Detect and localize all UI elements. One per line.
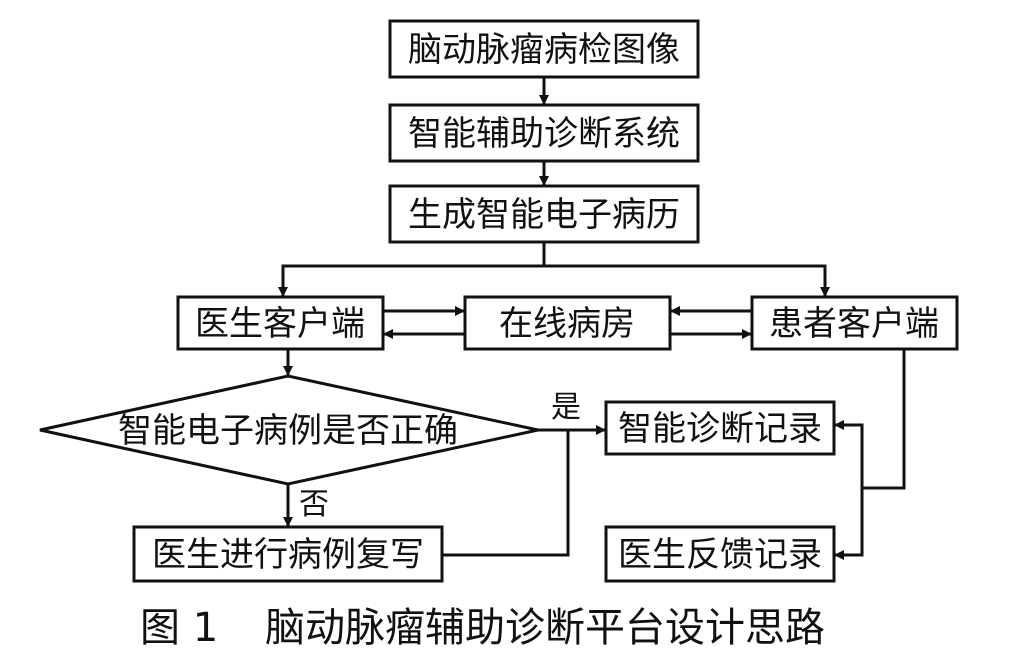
rewrite-label: 医生进行病例复写 xyxy=(152,535,424,575)
system-label: 智能辅助诊断系统 xyxy=(408,114,680,154)
decision-label: 智能电子病例是否正确 xyxy=(118,411,458,451)
diagnosis-record-label: 智能诊断记录 xyxy=(618,409,822,449)
system-box xyxy=(388,103,700,163)
doctor-client-box xyxy=(176,295,385,351)
doctor-client-label: 医生客户端 xyxy=(195,304,365,344)
online-ward-box xyxy=(463,295,672,351)
patient-feedback-line xyxy=(862,349,906,490)
caption-title: 脑动脉瘤辅助诊断平台设计思路 xyxy=(265,605,825,651)
arrow-emr-to-patient xyxy=(544,264,830,297)
patient-client-label: 患者客户端 xyxy=(769,304,939,344)
arrow-to-diagnosis-record xyxy=(834,420,864,488)
caption-prefix: 图 1 xyxy=(140,605,218,651)
images-label: 脑动脉瘤病检图像 xyxy=(408,30,680,70)
diagnosis-record-box xyxy=(604,400,836,456)
emr-label: 生成智能电子病历 xyxy=(408,195,680,235)
rewrite-return-line xyxy=(442,430,570,557)
arrow-to-feedback-record xyxy=(834,488,864,560)
arrow-emr-to-doctor xyxy=(278,242,546,297)
patient-client-box xyxy=(750,295,959,351)
rewrite-box xyxy=(132,525,444,583)
feedback-label: 医生反馈记录 xyxy=(618,535,822,575)
online-ward-label: 在线病房 xyxy=(499,304,635,344)
no-label: 否 xyxy=(299,487,329,522)
yes-label: 是 xyxy=(551,390,581,425)
images-box xyxy=(388,19,700,79)
feedback-box xyxy=(604,525,836,583)
